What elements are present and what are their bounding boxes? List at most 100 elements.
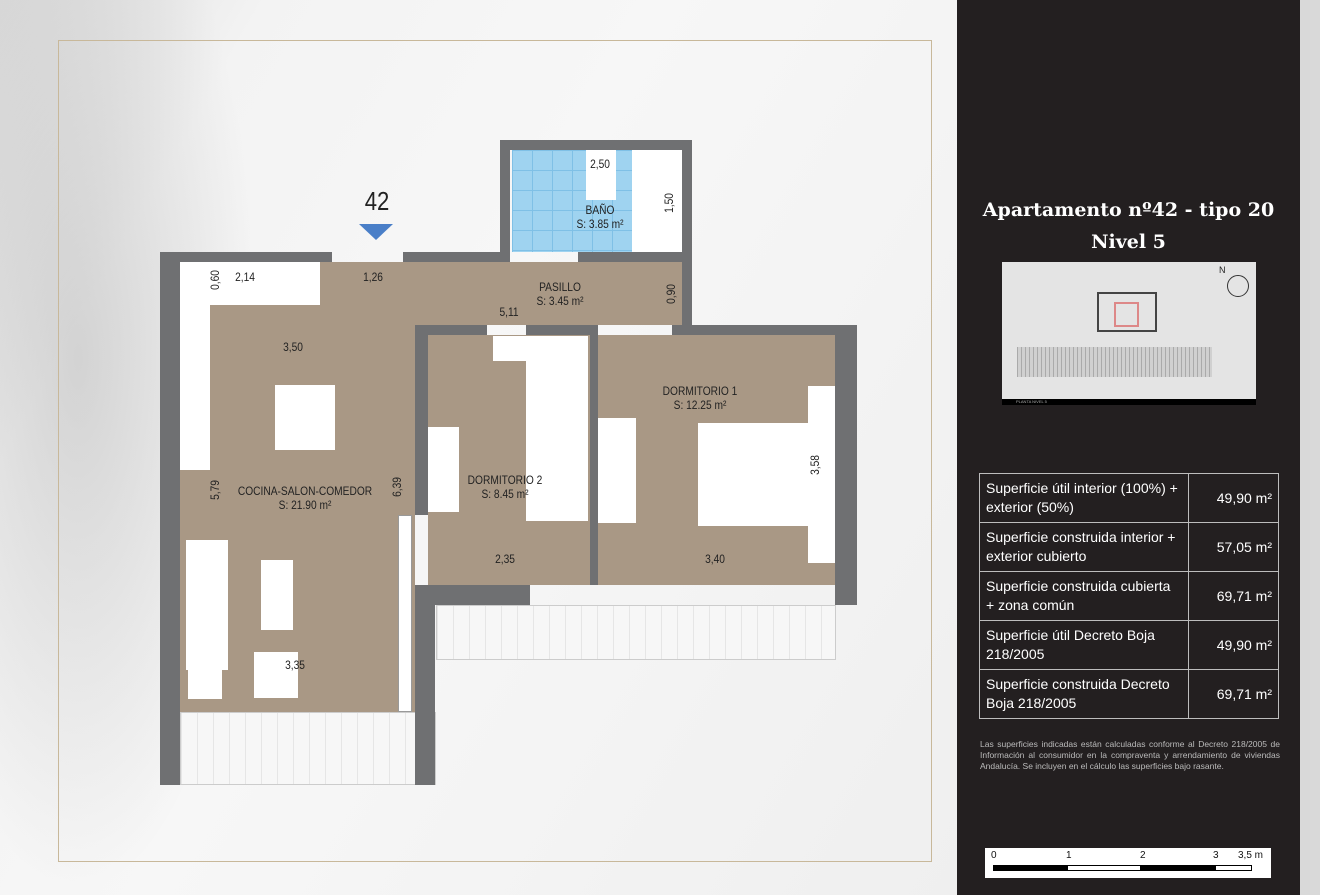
apartment-title: Apartamento nº42 - tipo 20 [982,199,1275,221]
table-row: Superficie construida Decreto Boja 218/2… [979,669,1279,719]
nightstand [808,386,835,423]
key-map-building [1017,347,1212,377]
table-row: Superficie útil interior (100%) + exteri… [979,473,1279,523]
wall [415,325,428,515]
room-name: DORMITORIO 1 [662,384,738,398]
room-area: S: 21.90 m² [278,498,332,512]
wall [428,585,530,605]
info-panel [957,0,1300,895]
surface-value: 49,90 m² [1188,620,1279,670]
surfaces-table: Superficie útil interior (100%) + exteri… [979,473,1279,719]
wall [578,252,690,262]
wardrobe-dormitorio-1 [598,418,636,523]
wall [682,140,692,325]
dim-cocina-bottom: 3,35 [285,658,305,672]
unit-number: 42 [364,186,390,216]
scale-tick: 1 [1066,850,1072,861]
armchair [254,652,298,698]
scale-tick: 2 [1140,850,1146,861]
right-edge-strip [1300,0,1320,895]
room-area: S: 3.45 m² [536,294,584,308]
surface-value: 57,05 m² [1188,522,1279,572]
surface-label: Superficie útil Decreto Boja 218/2005 [979,620,1189,670]
dim-pasillo-width: 0,90 [664,284,678,304]
dim-dormitorio-2-width: 2,35 [495,552,515,566]
dining-table [275,385,335,450]
surface-value: 69,71 m² [1188,571,1279,621]
side-table [188,663,222,699]
scale-segment [1215,865,1252,871]
scale-tick: 0 [991,850,997,861]
key-map-block [1097,292,1157,332]
surface-label: Superficie construida interior + exterio… [979,522,1189,572]
surface-value: 49,90 m² [1188,473,1279,523]
floor-pasillo [330,262,682,325]
terrace-bedrooms [436,605,836,660]
room-name: PASILLO [539,280,581,294]
dim-bano-width: 2,50 [590,157,610,171]
dim-pasillo-length: 5,11 [499,305,519,319]
scale-segment [1067,865,1141,871]
room-area: S: 12.25 m² [673,398,727,412]
surface-label: Superficie útil interior (100%) + exteri… [979,473,1189,523]
entrance-marker-icon [359,224,393,240]
wall [160,252,332,262]
surface-value: 69,71 m² [1188,669,1279,719]
table-row: Superficie construida cubierta + zona co… [979,571,1279,621]
scale-bar: 0 1 2 3 3,5 m [985,848,1271,878]
room-area: S: 8.45 m² [481,487,529,501]
room-name: BAÑO [585,203,615,217]
room-name: COCINA-SALON-COMEDOR [237,484,373,498]
dim-dormitorio-1-height: 3,58 [808,455,822,475]
scale-tick: 3,5 m [1238,850,1264,861]
north-label: N [1219,265,1226,275]
wall [415,325,487,335]
key-map-caption: PLANTA NIVEL 5 [1016,399,1047,404]
wall [672,325,857,335]
wall [403,252,510,262]
dim-dormitorio-1-width: 3,40 [705,552,725,566]
wardrobe-dormitorio-2 [424,427,459,512]
legal-note: Las superficies indicadas están calculad… [980,739,1280,771]
window [398,515,412,712]
gold-frame [58,40,932,862]
wall [526,325,590,335]
wall [500,140,510,262]
dim-cocina-left: 5,79 [208,480,222,500]
dim-cocina-width: 3,50 [283,340,303,354]
shower [632,150,682,252]
kitchen-counter-top [210,262,320,305]
wall [160,252,180,785]
surface-label: Superficie construida Decreto Boja 218/2… [979,669,1189,719]
bed-dormitorio-1 [698,423,835,526]
scale-segment [1141,865,1215,871]
north-arrow-icon [1227,275,1249,297]
nightstand [493,336,526,361]
wall [835,325,857,605]
wall [415,585,435,785]
coffee-table [261,560,293,630]
dim-kitchen-depth: 0,60 [208,270,222,290]
key-map: N PLANTA NIVEL 5 [1002,262,1256,405]
dim-entry: 1,26 [363,270,383,284]
nightstand [808,526,835,563]
wall [590,325,598,585]
dim-cocina-right: 6,39 [390,477,404,497]
room-area: S: 3.85 m² [576,217,624,231]
room-name: DORMITORIO 2 [467,473,543,487]
terrace-living [180,712,436,785]
surface-label: Superficie construida cubierta + zona co… [979,571,1189,621]
dim-kitchen-top: 2,14 [235,270,255,284]
scale-tick: 3 [1213,850,1219,861]
table-row: Superficie construida interior + exterio… [979,522,1279,572]
scale-segment [993,865,1067,871]
level-title: Nivel 5 [1091,231,1166,253]
toilet [586,150,616,200]
sofa [186,540,228,670]
